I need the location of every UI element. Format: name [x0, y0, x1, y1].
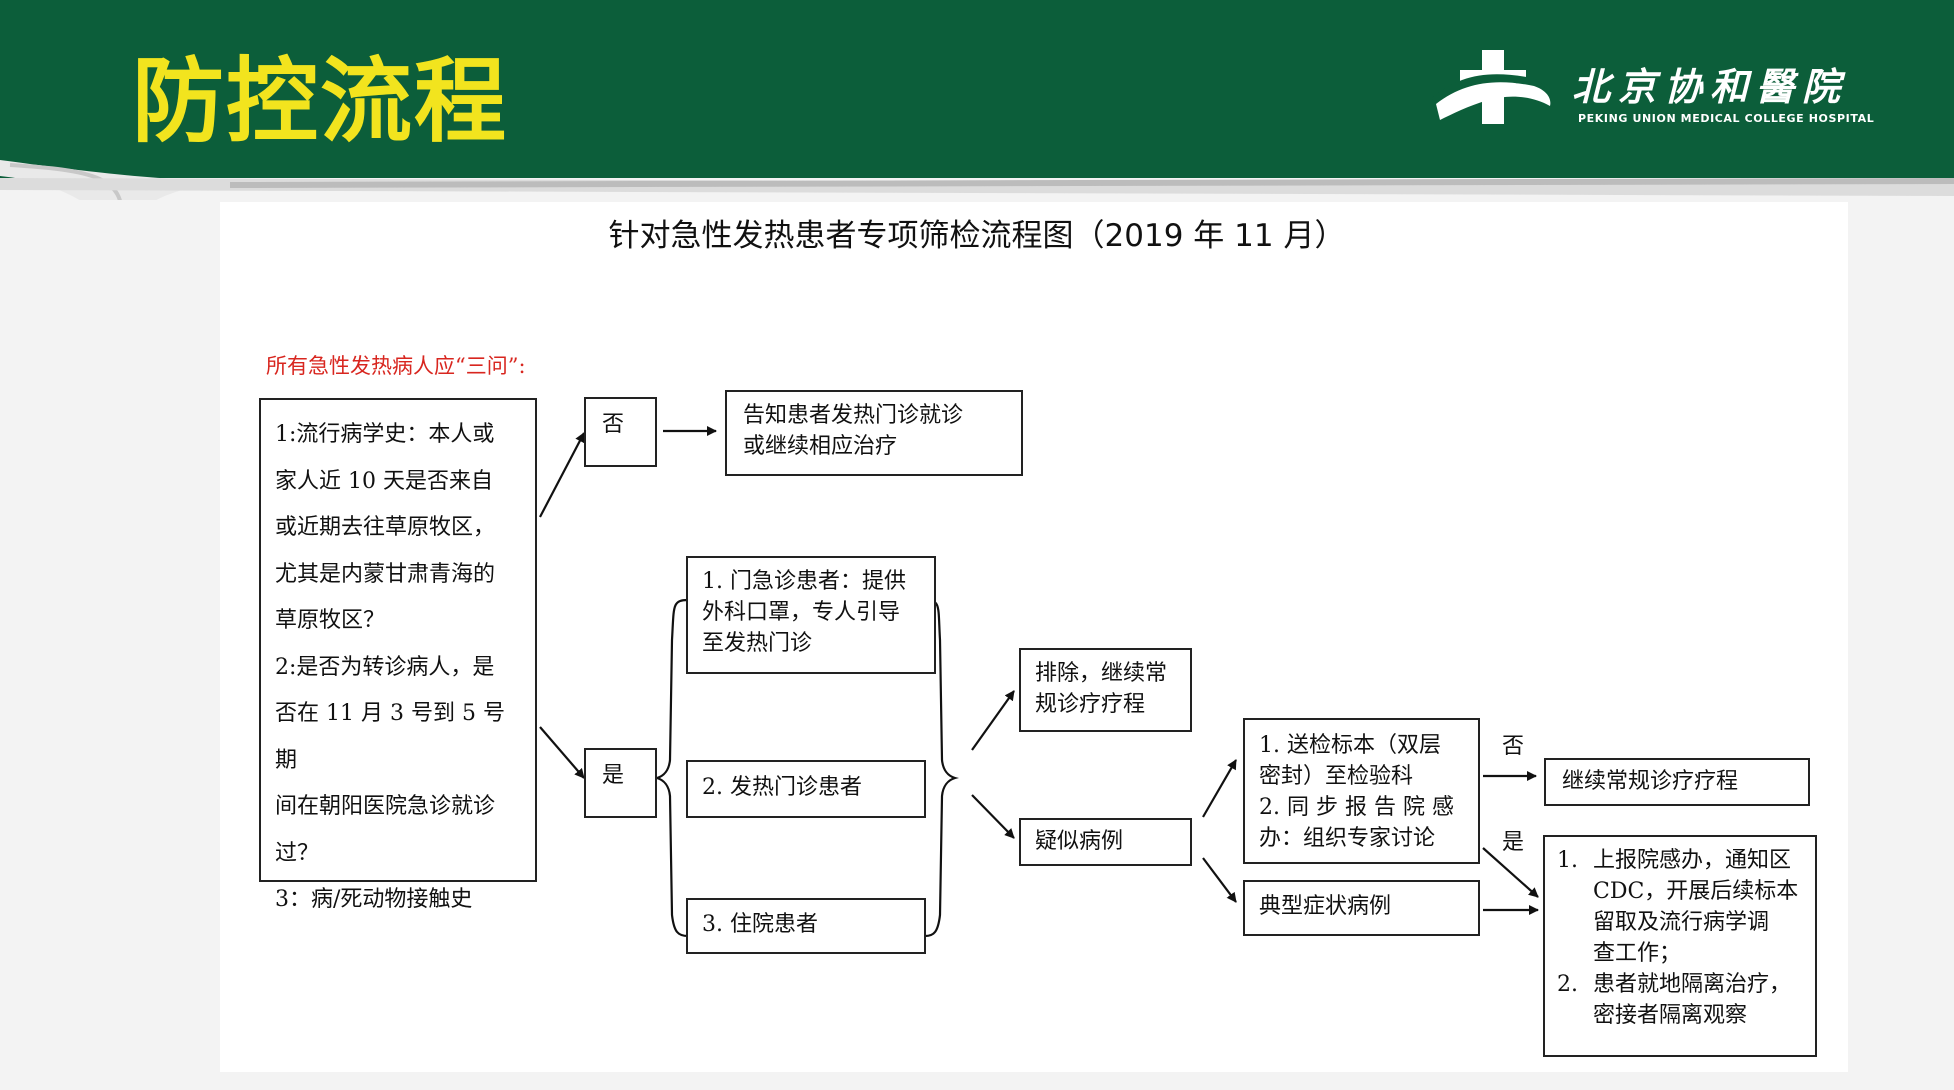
specimen-step-line: 1. 送检标本（双层 [1259, 733, 1441, 758]
patient-group-inpatient: 3. 住院患者 [686, 898, 926, 954]
continue-treatment-box: 继续常规诊疗疗程 [1544, 758, 1810, 806]
flowchart-title: 针对急性发热患者专项筛检流程图（2019 年 11 月） [608, 218, 1346, 254]
logo-name-en: PEKING UNION MEDICAL COLLEGE HOSPITAL [1578, 112, 1875, 125]
report-item: 密接者隔离观察 [1557, 1000, 1803, 1031]
report-item: 留取及流行病学调 [1557, 907, 1803, 938]
specimen-step-line: 2. 同 步 报 告 院 感 [1259, 795, 1454, 820]
report-actions-box: 1. 上报院感办，通知区 CDC，开展后续标本 留取及流行病学调 查工作； 2.… [1543, 835, 1817, 1057]
report-item-line: CDC，开展后续标本 [1593, 879, 1799, 904]
specimen-step-line: 办：组织专家讨论 [1259, 826, 1436, 851]
report-item-line: 患者就地隔离治疗， [1593, 972, 1792, 997]
suspected-case-box: 疑似病例 [1019, 818, 1192, 866]
question-line: 过？ [275, 840, 320, 866]
exclude-line: 排除，继续常 [1035, 661, 1168, 686]
hospital-emblem-icon [1432, 50, 1555, 124]
patient-group-line: 至发热门诊 [702, 631, 813, 656]
report-item: 查工作； [1557, 938, 1803, 969]
patient-group-emergency: 1. 门急诊患者：提供 外科口罩，专人引导 至发热门诊 [686, 556, 936, 674]
patient-group-line: 3. 住院患者 [702, 912, 818, 937]
header-banner [0, 0, 1954, 200]
no-action-box: 告知患者发热门诊就诊 或继续相应治疗 [725, 390, 1023, 476]
question-line: 3：病/死动物接触史 [275, 887, 473, 912]
report-item-line: 密接者隔离观察 [1593, 1003, 1748, 1028]
question-line: 草原牧区？ [275, 608, 386, 633]
patient-group-fever-clinic: 2. 发热门诊患者 [686, 760, 926, 818]
branch-no-label: 否 [1502, 734, 1525, 759]
patient-group-line: 2. 发热门诊患者 [702, 775, 862, 800]
question-line: 家人近 10 天是否来自 [275, 468, 493, 494]
branch-yes-label: 是 [1502, 830, 1525, 855]
no-action-line: 告知患者发热门诊就诊 [743, 403, 964, 428]
question-line: 2:是否为转诊病人，是 [275, 654, 495, 680]
patient-group-line: 外科口罩，专人引导 [702, 600, 901, 625]
slide-title: 防控流程 [132, 48, 509, 155]
question-line: 尤其是内蒙甘肃青海的 [275, 561, 496, 587]
three-questions-note: 所有急性发热病人应“三问”: [266, 354, 526, 378]
typical-symptoms-box: 典型症状病例 [1243, 880, 1480, 936]
report-item: CDC，开展后续标本 [1557, 876, 1803, 907]
report-item-line: 上报院感办，通知区 [1593, 848, 1792, 873]
specimen-step-line: 密封）至检验科 [1259, 764, 1414, 789]
report-item-number: 2. [1557, 972, 1578, 997]
answer-no-box: 否 [584, 397, 657, 467]
report-item: 1. 上报院感办，通知区 [1557, 845, 1803, 876]
question-line: 否在 11 月 3 号到 5 号期 [275, 701, 505, 773]
screening-questions-box: 1:流行病学史：本人或 家人近 10 天是否来自 或近期去往草原牧区， 尤其是内… [259, 398, 537, 912]
report-item-number: 1. [1557, 848, 1578, 873]
no-action-line: 或继续相应治疗 [743, 434, 898, 459]
answer-yes-box: 是 [584, 748, 657, 818]
specimen-steps-box: 1. 送检标本（双层 密封）至检验科 2. 同 步 报 告 院 感 办：组织专家… [1243, 718, 1480, 864]
exclude-box: 排除，继续常 规诊疗疗程 [1019, 648, 1192, 732]
question-line: 间在朝阳医院急诊就诊 [275, 794, 496, 819]
question-line: 1:流行病学史：本人或 [275, 422, 495, 447]
exclude-line: 规诊疗疗程 [1035, 692, 1146, 717]
logo-name-cn: 北京协和醫院 [1572, 64, 1849, 109]
report-item-line: 查工作； [1593, 941, 1682, 966]
report-item-line: 留取及流行病学调 [1593, 910, 1770, 935]
patient-group-line: 1. 门急诊患者：提供 [702, 569, 906, 594]
hospital-logo: 北京协和醫院 PEKING UNION MEDICAL COLLEGE HOSP… [1430, 48, 1890, 128]
report-item: 2. 患者就地隔离治疗， [1557, 969, 1803, 1000]
question-line: 或近期去往草原牧区， [275, 515, 496, 540]
